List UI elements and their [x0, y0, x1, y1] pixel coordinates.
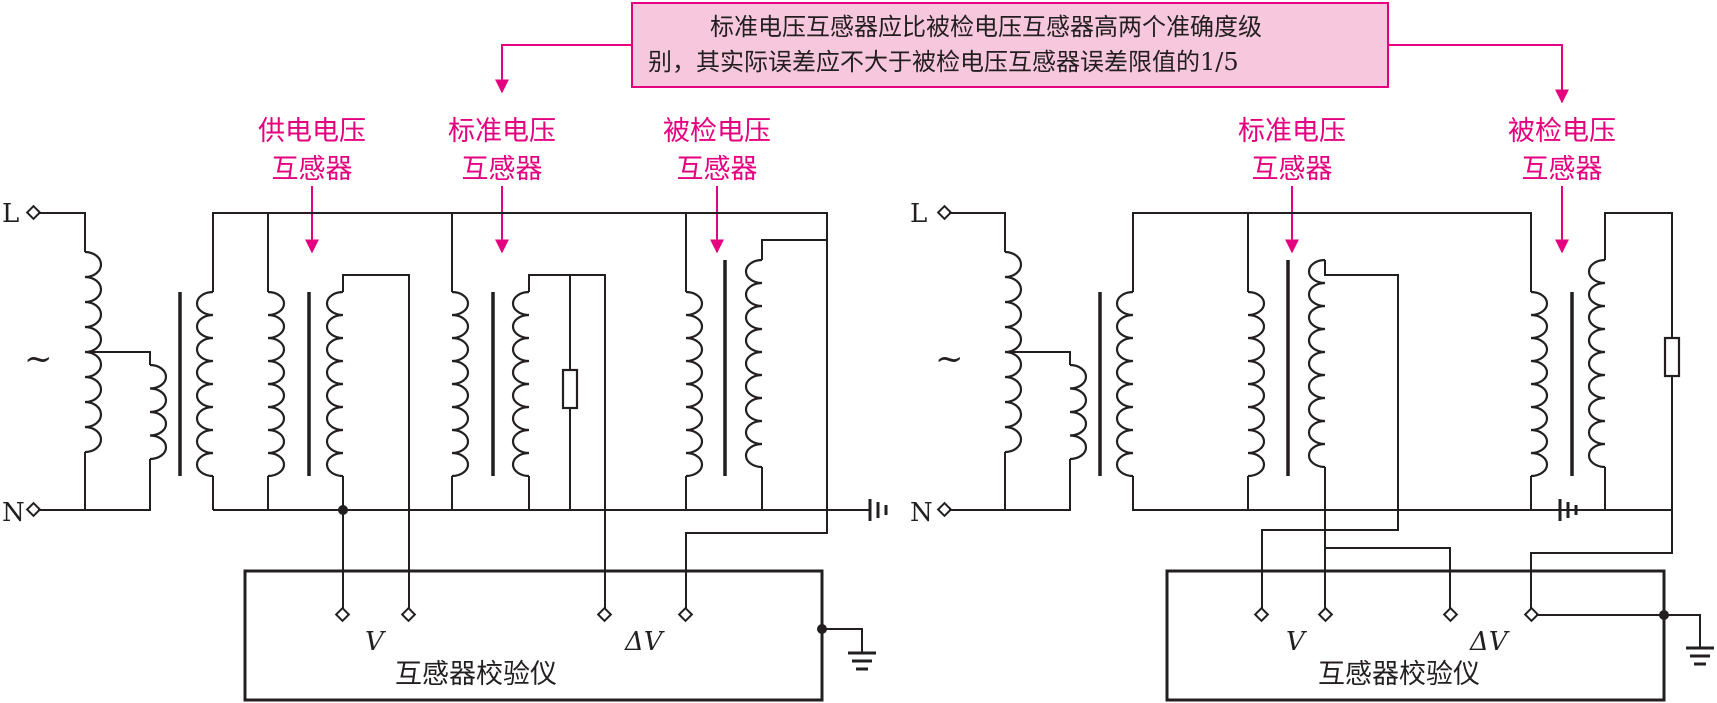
- supply-transformer-label-1: 供电电压: [258, 116, 366, 147]
- note-arrow-left: [495, 44, 632, 94]
- standard-transformer-primary: [267, 213, 410, 615]
- tested-transformer-label-2: 互感器: [677, 154, 758, 185]
- left-circuit: 供电电压 互感器 标准电压 互感器 被检电压 互感器 L N ~: [2, 116, 888, 702]
- port-V-a: [334, 606, 351, 623]
- right-port-dV-label: ΔV: [1469, 627, 1510, 657]
- right-port-dV-b: [1523, 606, 1540, 623]
- right-port-V-label: V: [1286, 627, 1307, 657]
- supply-voltage-transformer: [178, 212, 828, 510]
- port-dV-a: [596, 606, 613, 623]
- transformer-calibrator-right: V ΔV 互感器校验仪: [1165, 569, 1714, 702]
- calibrator-name: 互感器校验仪: [395, 659, 557, 690]
- right-tested-label-1: 被检电压: [1508, 116, 1616, 147]
- voltage-regulator: [38, 212, 168, 511]
- standard-voltage-transformer: [451, 213, 606, 615]
- port-dV-b: [677, 606, 694, 623]
- note-line-1: 标准电压互感器应比被检电压互感器高两个准确度级: [710, 13, 1262, 41]
- port-V-label: V: [365, 627, 386, 657]
- port-V-b: [400, 606, 417, 623]
- right-terminal-L-label: L: [910, 199, 927, 229]
- right-standard-label-2: 互感器: [1252, 154, 1333, 185]
- ground-symbol-horizontal: [868, 499, 888, 521]
- right-calibrator-name: 互感器校验仪: [1318, 659, 1480, 690]
- note-arrow-right: [1388, 44, 1569, 104]
- tested-voltage-transformer: [685, 213, 828, 615]
- right-ac-source-symbol: ~: [935, 339, 964, 379]
- right-terminal-N-label: N: [910, 498, 933, 528]
- burden-resistor: [561, 368, 579, 410]
- right-burden-resistor: [1663, 336, 1681, 378]
- transformer-calibrator-left: V ΔV 互感器校验仪: [243, 569, 876, 702]
- note-line-2: 别，其实际误差应不大于被检电压互感器误差限值的1/5: [648, 48, 1239, 76]
- terminal-N: [25, 501, 42, 518]
- right-circuit: 标准电压 互感器 被检电压 互感器 L N ~: [910, 116, 1714, 702]
- right-standard-voltage-transformer: [1247, 213, 1451, 615]
- right-terminal-N: [936, 501, 953, 518]
- terminal-L-label: L: [2, 199, 19, 229]
- right-terminal-L: [936, 204, 953, 221]
- right-port-V-a: [1253, 606, 1270, 623]
- port-dV-label: ΔV: [624, 627, 665, 657]
- terminal-N-label: N: [2, 498, 25, 528]
- tested-transformer-label-1: 被检电压: [663, 116, 771, 147]
- ac-source-symbol: ~: [24, 339, 53, 379]
- standard-transformer-label-2: 互感器: [462, 154, 543, 185]
- right-ground-symbol: [1558, 499, 1578, 521]
- right-port-V-b: [1317, 606, 1334, 623]
- accuracy-note: 标准电压互感器应比被检电压互感器高两个准确度级 别，其实际误差应不大于被检电压互…: [495, 2, 1569, 104]
- right-voltage-regulator: [949, 212, 1088, 511]
- right-standard-label-1: 标准电压: [1238, 116, 1346, 147]
- standard-transformer-label-1: 标准电压: [448, 116, 556, 147]
- terminal-L: [25, 204, 42, 221]
- supply-transformer-label-2: 互感器: [272, 154, 353, 185]
- right-supply-transformer: [1098, 212, 1605, 511]
- right-tested-label-2: 互感器: [1522, 154, 1603, 185]
- right-port-dV-a: [1442, 606, 1459, 623]
- right-tested-voltage-transformer: [1530, 212, 1681, 615]
